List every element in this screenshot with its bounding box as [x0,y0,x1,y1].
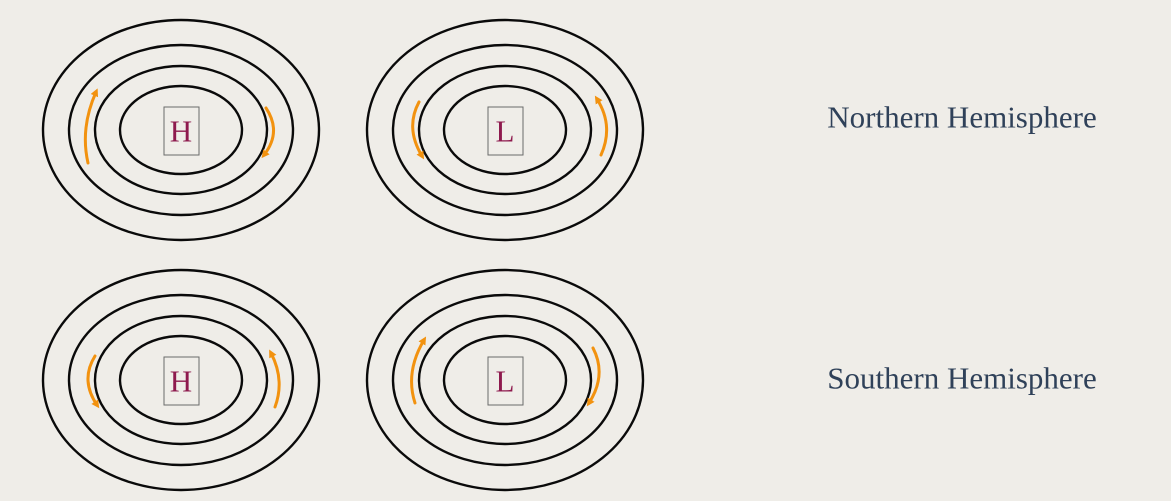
circulation-arrow-right [261,106,275,159]
circulation-arrow-right [269,349,281,409]
center-marker-box [163,356,200,406]
northern-hemisphere-row: H L Northern Hemisphere [41,18,1097,242]
isobar-rings [365,268,645,492]
circulation-arrow-left [86,354,100,409]
pressure-letter: L [496,114,515,149]
center-marker-box [487,356,524,406]
isobar-rings [365,18,645,242]
northern-high-pressure-system: H [41,18,321,242]
northern-hemisphere-label: Northern Hemisphere [827,100,1096,135]
center-marker-box [163,106,200,156]
center-marker-box [487,106,524,156]
pressure-letter: H [170,114,192,149]
southern-hemisphere-row: H L Southern Hemisphere [41,268,1097,492]
circulation-arrow-right [594,95,609,157]
isobar-rings [41,268,321,492]
circulation-arrow-left [410,336,427,405]
pressure-letter: L [496,364,515,399]
southern-high-pressure-system: H [41,268,321,492]
northern-low-pressure-system: L [365,18,645,242]
southern-low-pressure-system: L [365,268,645,492]
isobar-rings [41,18,321,242]
pressure-letter: H [170,364,192,399]
circulation-arrow-right [586,346,601,407]
circulation-arrow-left [411,100,425,160]
circulation-arrow-left [83,88,99,165]
southern-hemisphere-label: Southern Hemisphere [827,361,1096,396]
